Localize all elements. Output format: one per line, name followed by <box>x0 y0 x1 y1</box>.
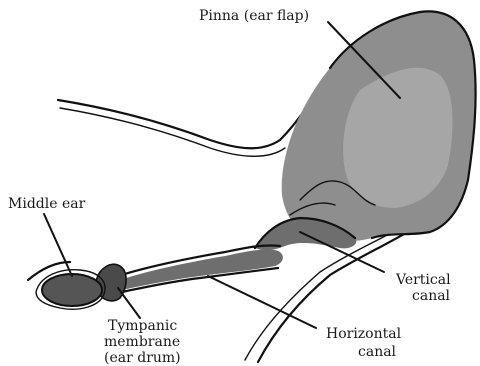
tympanic-label-line3: (ear drum) <box>104 350 181 366</box>
horizontal-canal-label-line2: canal <box>358 344 397 360</box>
middle-ear-label: Middle ear <box>8 196 86 212</box>
pinna-label: Pinna (ear flap) <box>199 8 309 24</box>
horizontal-canal-label-line1: Horizontal <box>326 326 402 342</box>
tympanic-label-line2: membrane <box>104 334 180 350</box>
vertical-canal-label-line1: Vertical <box>395 272 451 288</box>
skin-contour-top <box>58 70 330 148</box>
tympanic-label-line1: Tympanic <box>108 318 177 334</box>
vertical-canal-label-line2: canal <box>412 288 451 304</box>
tympanic-leader <box>118 288 140 318</box>
middle-ear-shape <box>42 274 102 306</box>
